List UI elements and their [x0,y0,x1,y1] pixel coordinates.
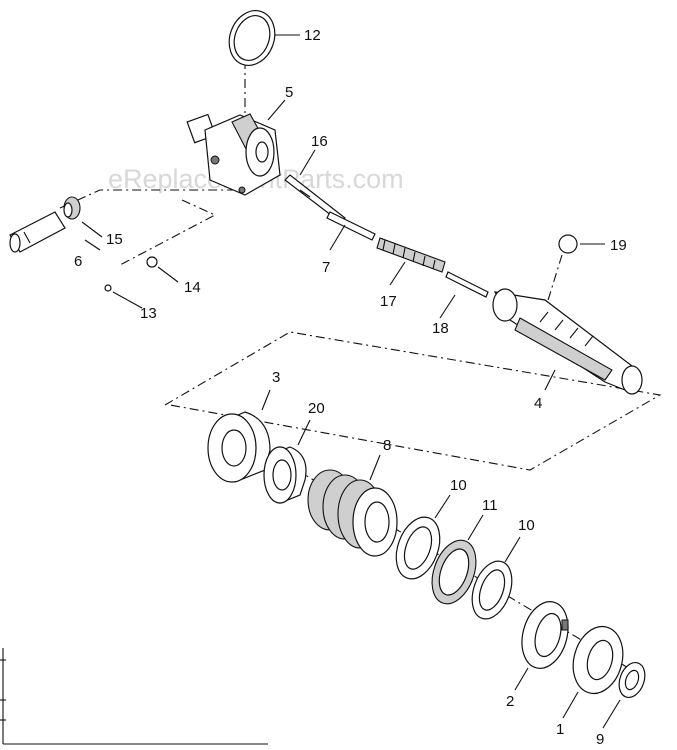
callout-20: 20 [308,400,325,417]
callout-12: 12 [304,27,321,44]
callout-1: 1 [556,721,564,738]
callout-10-b: 10 [518,517,535,534]
callout-7: 7 [322,259,330,276]
callout-16: 16 [311,133,328,150]
part-4-handle-tube [492,288,643,395]
callout-3: 3 [272,369,280,386]
part-3-nut [207,411,271,483]
part-13-ball [104,284,112,292]
part-10-washer-a [395,516,441,580]
callout-17: 17 [380,293,397,310]
callout-5: 5 [285,84,293,101]
callout-10-a: 10 [450,477,467,494]
part-9-washer [618,661,646,699]
callout-4: 4 [534,395,542,412]
part-6-cartridge [9,211,66,253]
part-20-bushing [263,446,307,504]
part-14-ball [146,256,158,268]
part-2-retainer [521,601,569,669]
part-15-spring [63,196,81,220]
callout-15: 15 [106,231,123,248]
part-11-washer [431,539,477,605]
part-17-spring [376,237,446,273]
part-8-coil-spring [307,469,398,557]
callout-6: 6 [74,253,82,270]
callout-9: 9 [596,731,604,748]
callout-14: 14 [184,279,201,296]
callout-18: 18 [432,320,449,337]
part-5-valve-body [186,113,281,196]
part-12-oring [228,10,276,66]
callout-8: 8 [383,437,391,454]
callout-2: 2 [506,693,514,710]
part-1-nut [572,625,624,695]
assembly-outline-lower [164,331,662,676]
part-19-ball [558,234,578,254]
leader-lines [81,34,621,729]
callout-13: 13 [140,305,157,322]
part-10-washer-b [471,560,513,620]
frame-fragment [0,648,268,745]
part-18-pin [445,271,489,298]
callout-11: 11 [482,497,498,514]
callout-19: 19 [610,237,627,254]
part-7-stem [284,174,376,241]
